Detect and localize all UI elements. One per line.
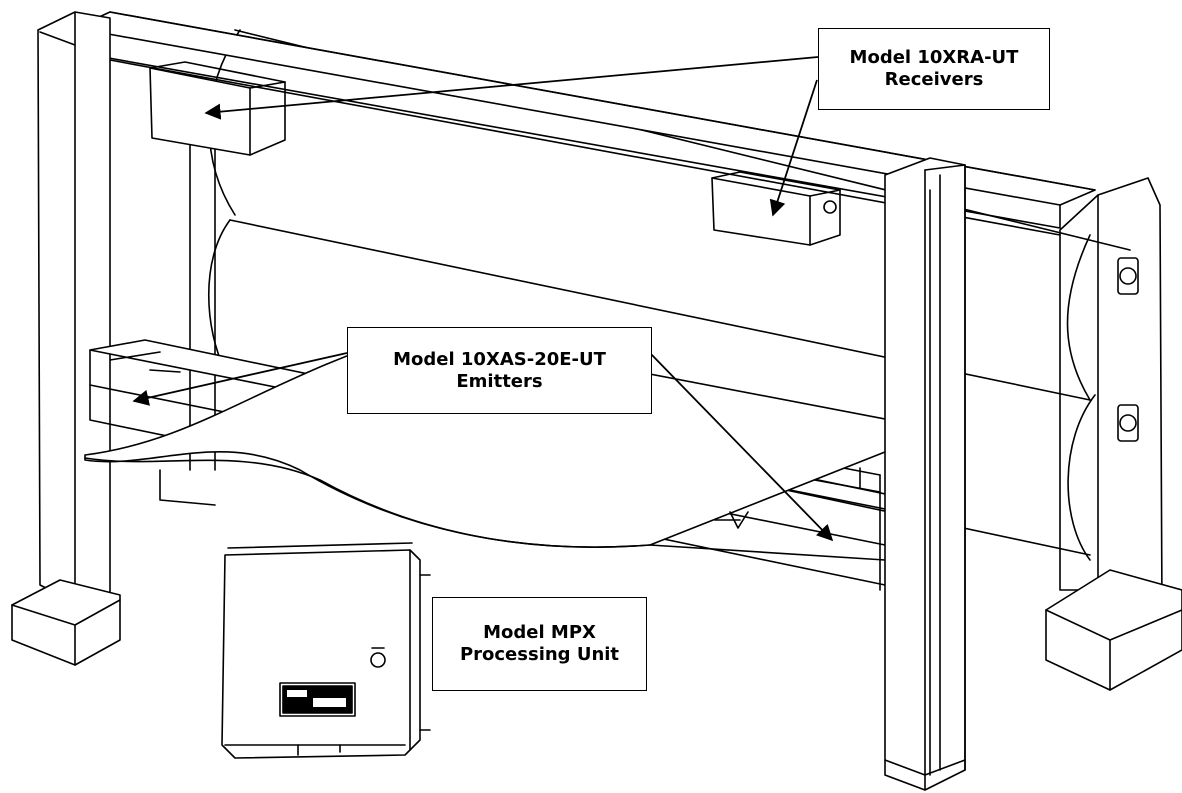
receiver-left <box>149 61 286 156</box>
emitters-callout: Model 10XAS-20E-UT Emitters <box>347 327 652 414</box>
arrow-receiver-right <box>769 79 818 217</box>
web-sheet <box>84 329 891 561</box>
receivers-callout-line2: Receivers <box>884 69 984 90</box>
receiver-right <box>711 171 841 246</box>
arrow-emitter-left <box>132 352 348 406</box>
arrow-emitter-right <box>649 352 834 542</box>
emitters-callout-line1: Model 10XAS-20E-UT <box>393 348 606 370</box>
rear-right-post <box>1045 177 1182 691</box>
mpx-callout-line1: Model MPX <box>483 622 596 643</box>
emitters-callout-line2: Emitters <box>456 370 543 392</box>
pointer-arrows <box>132 56 834 542</box>
receivers-callout-line1: Model 10XRA-UT <box>849 47 1019 68</box>
arrow-receiver-left <box>204 56 819 120</box>
right-front-post <box>884 157 966 791</box>
mpx-callout-line2: Processing Unit <box>459 644 620 665</box>
mpx-enclosure <box>221 542 431 759</box>
mpx-callout: Model MPX Processing Unit <box>432 597 647 691</box>
receivers-callout: Model 10XRA-UT Receivers <box>818 28 1050 110</box>
